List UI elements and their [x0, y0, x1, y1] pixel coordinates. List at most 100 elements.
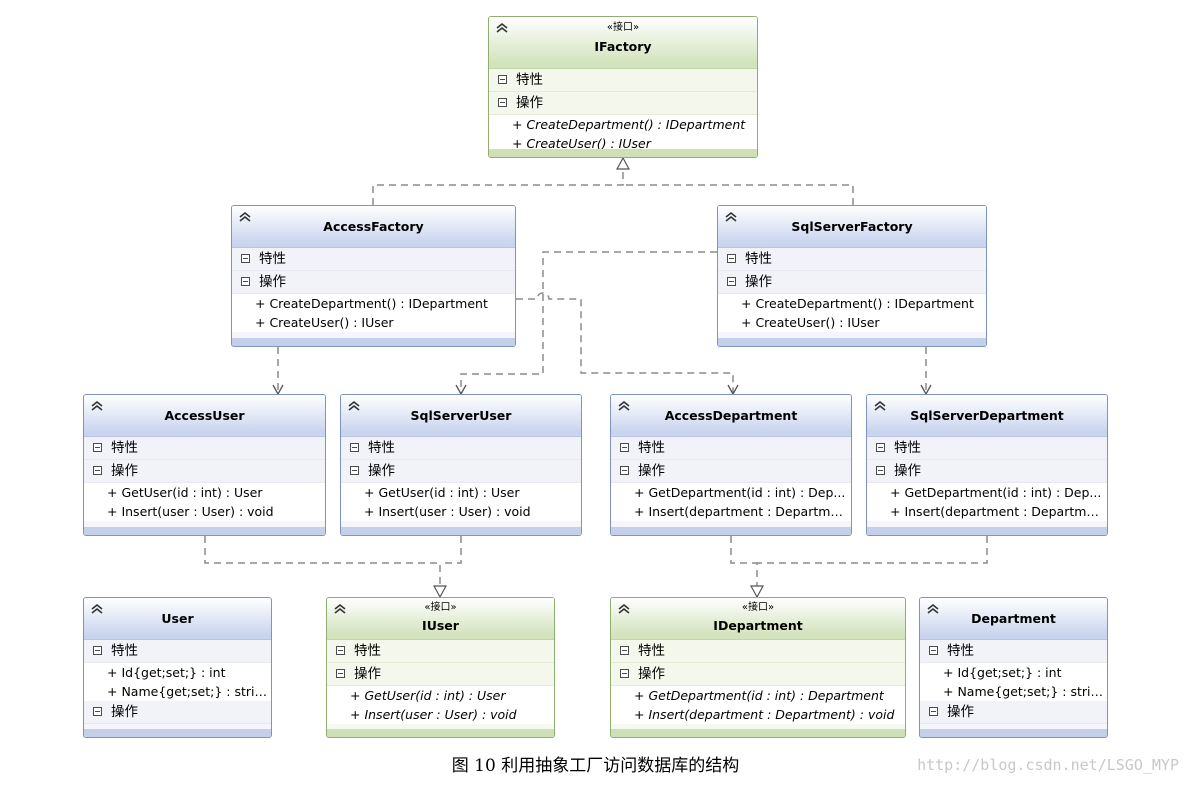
collapse-toggle-icon[interactable] — [350, 443, 359, 452]
operations-section[interactable]: 操作 — [84, 701, 271, 724]
attributes-section[interactable]: 特性 — [867, 437, 1107, 460]
collapse-toggle-icon[interactable] — [93, 707, 102, 716]
collapse-toggle-icon[interactable] — [336, 669, 345, 678]
collapse-toggle-icon[interactable] — [620, 646, 629, 655]
operation-item: + Insert(department : Departme... — [611, 502, 851, 521]
collapse-chevron-icon[interactable] — [926, 602, 940, 616]
operation-item: + Insert(department : Department) : void — [611, 705, 905, 724]
accessdepartment-header: AccessDepartment — [611, 395, 851, 437]
collapse-toggle-icon[interactable] — [727, 254, 736, 263]
collapse-toggle-icon[interactable] — [93, 646, 102, 655]
operation-item: + Insert(user : User) : void — [341, 502, 581, 521]
attribute-item: + Name{get;set;} : string — [84, 682, 271, 701]
accessfactory-header: AccessFactory — [232, 206, 515, 248]
department-box[interactable]: Department 特性 + Id{get;set;} : int + Nam… — [919, 597, 1108, 738]
operations-section[interactable]: 操作 — [489, 92, 757, 115]
collapse-toggle-icon[interactable] — [336, 646, 345, 655]
class-name: AccessFactory — [323, 219, 424, 234]
collapse-toggle-icon[interactable] — [498, 75, 507, 84]
operations-section[interactable]: 操作 — [84, 460, 325, 483]
collapse-toggle-icon[interactable] — [727, 277, 736, 286]
dep-sqlserverfactory-sqlserveruser — [455, 251, 717, 396]
user-header: User — [84, 598, 271, 640]
figure-caption: 图 10 利用抽象工厂访问数据库的结构 — [451, 756, 740, 776]
operations-section[interactable]: 操作 — [920, 701, 1107, 724]
box-footer — [611, 729, 905, 737]
attributes-section[interactable]: 特性 — [232, 248, 515, 271]
dep-accessfactory-accessdepartment — [516, 292, 739, 396]
idepartment-box[interactable]: «接口» IDepartment 特性 操作 + GetDepartment(i… — [610, 597, 906, 738]
operation-item: + CreateDepartment() : IDepartment — [718, 294, 986, 313]
collapse-toggle-icon[interactable] — [620, 466, 629, 475]
ifactory-box[interactable]: «接口» IFactory 特性 操作 + CreateDepartment()… — [488, 16, 758, 158]
class-name: AccessUser — [164, 408, 245, 423]
operations-section[interactable]: 操作 — [327, 663, 554, 686]
collapse-toggle-icon[interactable] — [876, 443, 885, 452]
attributes-section[interactable]: 特性 — [327, 640, 554, 663]
operations-section[interactable]: 操作 — [867, 460, 1107, 483]
operation-item: + CreateDepartment() : IDepartment — [489, 115, 757, 134]
collapse-chevron-icon[interactable] — [617, 602, 631, 616]
collapse-toggle-icon[interactable] — [241, 254, 250, 263]
operations-section[interactable]: 操作 — [232, 271, 515, 294]
collapse-chevron-icon[interactable] — [617, 399, 631, 413]
collapse-toggle-icon[interactable] — [929, 707, 938, 716]
sqlserverfactory-box[interactable]: SqlServerFactory 特性 操作 + CreateDepartmen… — [717, 205, 987, 347]
realize-sqlserverdepartment-idepartment — [757, 536, 988, 564]
box-footer — [718, 338, 986, 346]
operation-item: + Insert(user : User) : void — [327, 705, 554, 724]
collapse-chevron-icon[interactable] — [90, 399, 104, 413]
stereotype-label: «接口» — [741, 602, 775, 613]
collapse-toggle-icon[interactable] — [498, 98, 507, 107]
operation-item: + CreateUser() : IUser — [232, 313, 515, 332]
operations-section[interactable]: 操作 — [718, 271, 986, 294]
collapse-toggle-icon[interactable] — [620, 669, 629, 678]
collapse-toggle-icon[interactable] — [620, 443, 629, 452]
collapse-toggle-icon[interactable] — [929, 646, 938, 655]
attributes-section[interactable]: 特性 — [84, 640, 271, 663]
operations-section[interactable]: 操作 — [611, 663, 905, 686]
operation-item: + GetUser(id : int) : User — [84, 483, 325, 502]
iuser-box[interactable]: «接口» IUser 特性 操作 + GetUser(id : int) : U… — [326, 597, 555, 738]
collapse-toggle-icon[interactable] — [93, 466, 102, 475]
collapse-chevron-icon[interactable] — [238, 210, 252, 224]
collapse-chevron-icon[interactable] — [724, 210, 738, 224]
operations-section[interactable]: 操作 — [611, 460, 851, 483]
attributes-section[interactable]: 特性 — [920, 640, 1107, 663]
collapse-chevron-icon[interactable] — [333, 602, 347, 616]
collapse-chevron-icon[interactable] — [90, 602, 104, 616]
accessfactory-box[interactable]: AccessFactory 特性 操作 + CreateDepartment()… — [231, 205, 516, 347]
collapse-toggle-icon[interactable] — [350, 466, 359, 475]
operation-item: + GetDepartment(id : int) : Dep... — [867, 483, 1107, 502]
sqlserverdepartment-box[interactable]: SqlServerDepartment 特性 操作 + GetDepartmen… — [866, 394, 1108, 536]
collapse-toggle-icon[interactable] — [93, 443, 102, 452]
class-name: User — [161, 611, 194, 626]
collapse-chevron-icon[interactable] — [873, 399, 887, 413]
sqlserveruser-box[interactable]: SqlServerUser 特性 操作 + GetUser(id : int) … — [340, 394, 582, 536]
accessuser-box[interactable]: AccessUser 特性 操作 + GetUser(id : int) : U… — [83, 394, 326, 536]
box-footer — [611, 527, 851, 535]
collapse-chevron-icon[interactable] — [495, 21, 509, 35]
attributes-section[interactable]: 特性 — [611, 640, 905, 663]
attributes-section[interactable]: 特性 — [84, 437, 325, 460]
collapse-chevron-icon[interactable] — [347, 399, 361, 413]
attributes-section[interactable]: 特性 — [489, 69, 757, 92]
operation-item: + Insert(user : User) : void — [84, 502, 325, 521]
accessdepartment-box[interactable]: AccessDepartment 特性 操作 + GetDepartment(i… — [610, 394, 852, 536]
user-box[interactable]: User 特性 + Id{get;set;} : int + Name{get;… — [83, 597, 272, 738]
box-footer — [341, 527, 581, 535]
realize-accessdepartment-idepartment — [730, 536, 757, 597]
realize-sqlserveruser-iuser — [440, 536, 462, 564]
collapse-toggle-icon[interactable] — [241, 277, 250, 286]
operation-item: + Insert(department : Departme... — [867, 502, 1107, 521]
operation-item: + GetUser(id : int) : User — [327, 686, 554, 705]
box-footer — [84, 729, 271, 737]
department-header: Department — [920, 598, 1107, 640]
box-footer — [232, 338, 515, 346]
attributes-section[interactable]: 特性 — [611, 437, 851, 460]
collapse-toggle-icon[interactable] — [876, 466, 885, 475]
operations-section[interactable]: 操作 — [341, 460, 581, 483]
attributes-section[interactable]: 特性 — [341, 437, 581, 460]
attributes-section[interactable]: 特性 — [718, 248, 986, 271]
